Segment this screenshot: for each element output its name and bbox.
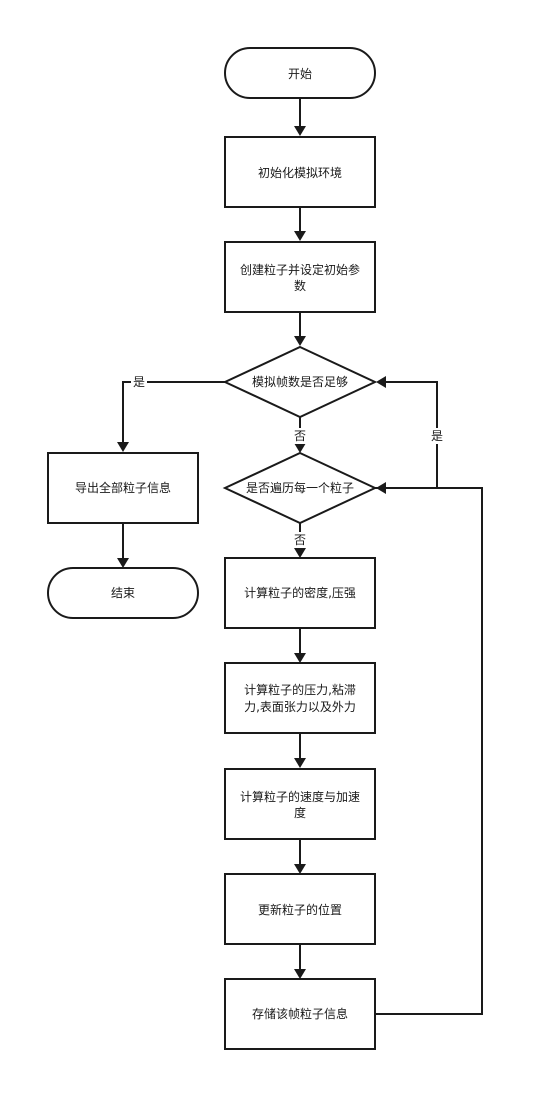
edge-store-loop <box>375 487 483 1015</box>
edge-traverse-yes <box>375 381 438 489</box>
arrowhead <box>294 336 306 346</box>
node-calc-velocity: 计算粒子的速度与加速 度 <box>224 768 376 840</box>
node-create-particles-label-1: 创建粒子并设定初始参 <box>240 262 360 277</box>
edge-label-traverse-no: 否 <box>294 533 306 547</box>
node-create-particles: 创建粒子并设定初始参 数 <box>224 241 376 313</box>
edge-label-frames-no: 否 <box>294 429 306 443</box>
edge-label-frames-yes: 是 <box>133 375 145 389</box>
node-create-particles-label-2: 数 <box>294 278 306 293</box>
node-calc-forces-label-1: 计算粒子的压力,粘滞 <box>244 682 356 697</box>
node-update-position: 更新粒子的位置 <box>224 873 376 945</box>
node-traversed-all: 是否遍历每一个粒子 <box>222 451 378 525</box>
node-frames-enough-label: 模拟帧数是否足够 <box>252 374 348 389</box>
node-start: 开始 <box>224 47 376 99</box>
node-calc-forces: 计算粒子的压力,粘滞 力,表面张力以及外力 <box>224 662 376 734</box>
arrowhead <box>294 548 306 558</box>
edge-label-traverse-yes: 是 <box>431 429 443 443</box>
node-calc-forces-label-2: 力,表面张力以及外力 <box>244 700 356 714</box>
edge-frames-yes <box>122 381 225 442</box>
node-export-info: 导出全部粒子信息 <box>47 452 199 524</box>
arrowhead <box>294 758 306 768</box>
arrowhead <box>294 231 306 241</box>
node-update-position-label: 更新粒子的位置 <box>258 902 342 917</box>
arrowhead <box>294 969 306 979</box>
arrowhead <box>376 482 386 494</box>
node-frames-enough: 模拟帧数是否足够 <box>222 345 378 419</box>
arrowhead <box>294 653 306 663</box>
arrowhead <box>117 558 129 568</box>
node-init-env-label: 初始化模拟环境 <box>258 165 342 180</box>
arrowhead <box>294 126 306 136</box>
arrowhead <box>294 864 306 874</box>
node-calc-velocity-label-2: 度 <box>294 805 306 820</box>
arrowhead <box>117 442 129 452</box>
node-init-env: 初始化模拟环境 <box>224 136 376 208</box>
node-end: 结束 <box>47 567 199 619</box>
node-export-info-label: 导出全部粒子信息 <box>75 480 171 495</box>
node-end-label: 结束 <box>111 586 135 600</box>
node-calc-density-label: 计算粒子的密度,压强 <box>244 585 356 600</box>
node-traversed-all-label: 是否遍历每一个粒子 <box>246 480 354 495</box>
node-calc-velocity-label-1: 计算粒子的速度与加速 <box>240 789 360 804</box>
node-start-label: 开始 <box>288 67 312 81</box>
arrowhead <box>376 376 386 388</box>
node-calc-density: 计算粒子的密度,压强 <box>224 557 376 629</box>
node-store-info: 存储该帧粒子信息 <box>224 978 376 1050</box>
edge-labels: 是 否 是 否 <box>131 374 445 548</box>
arrowhead <box>294 443 306 453</box>
node-store-info-label: 存储该帧粒子信息 <box>252 1006 348 1021</box>
